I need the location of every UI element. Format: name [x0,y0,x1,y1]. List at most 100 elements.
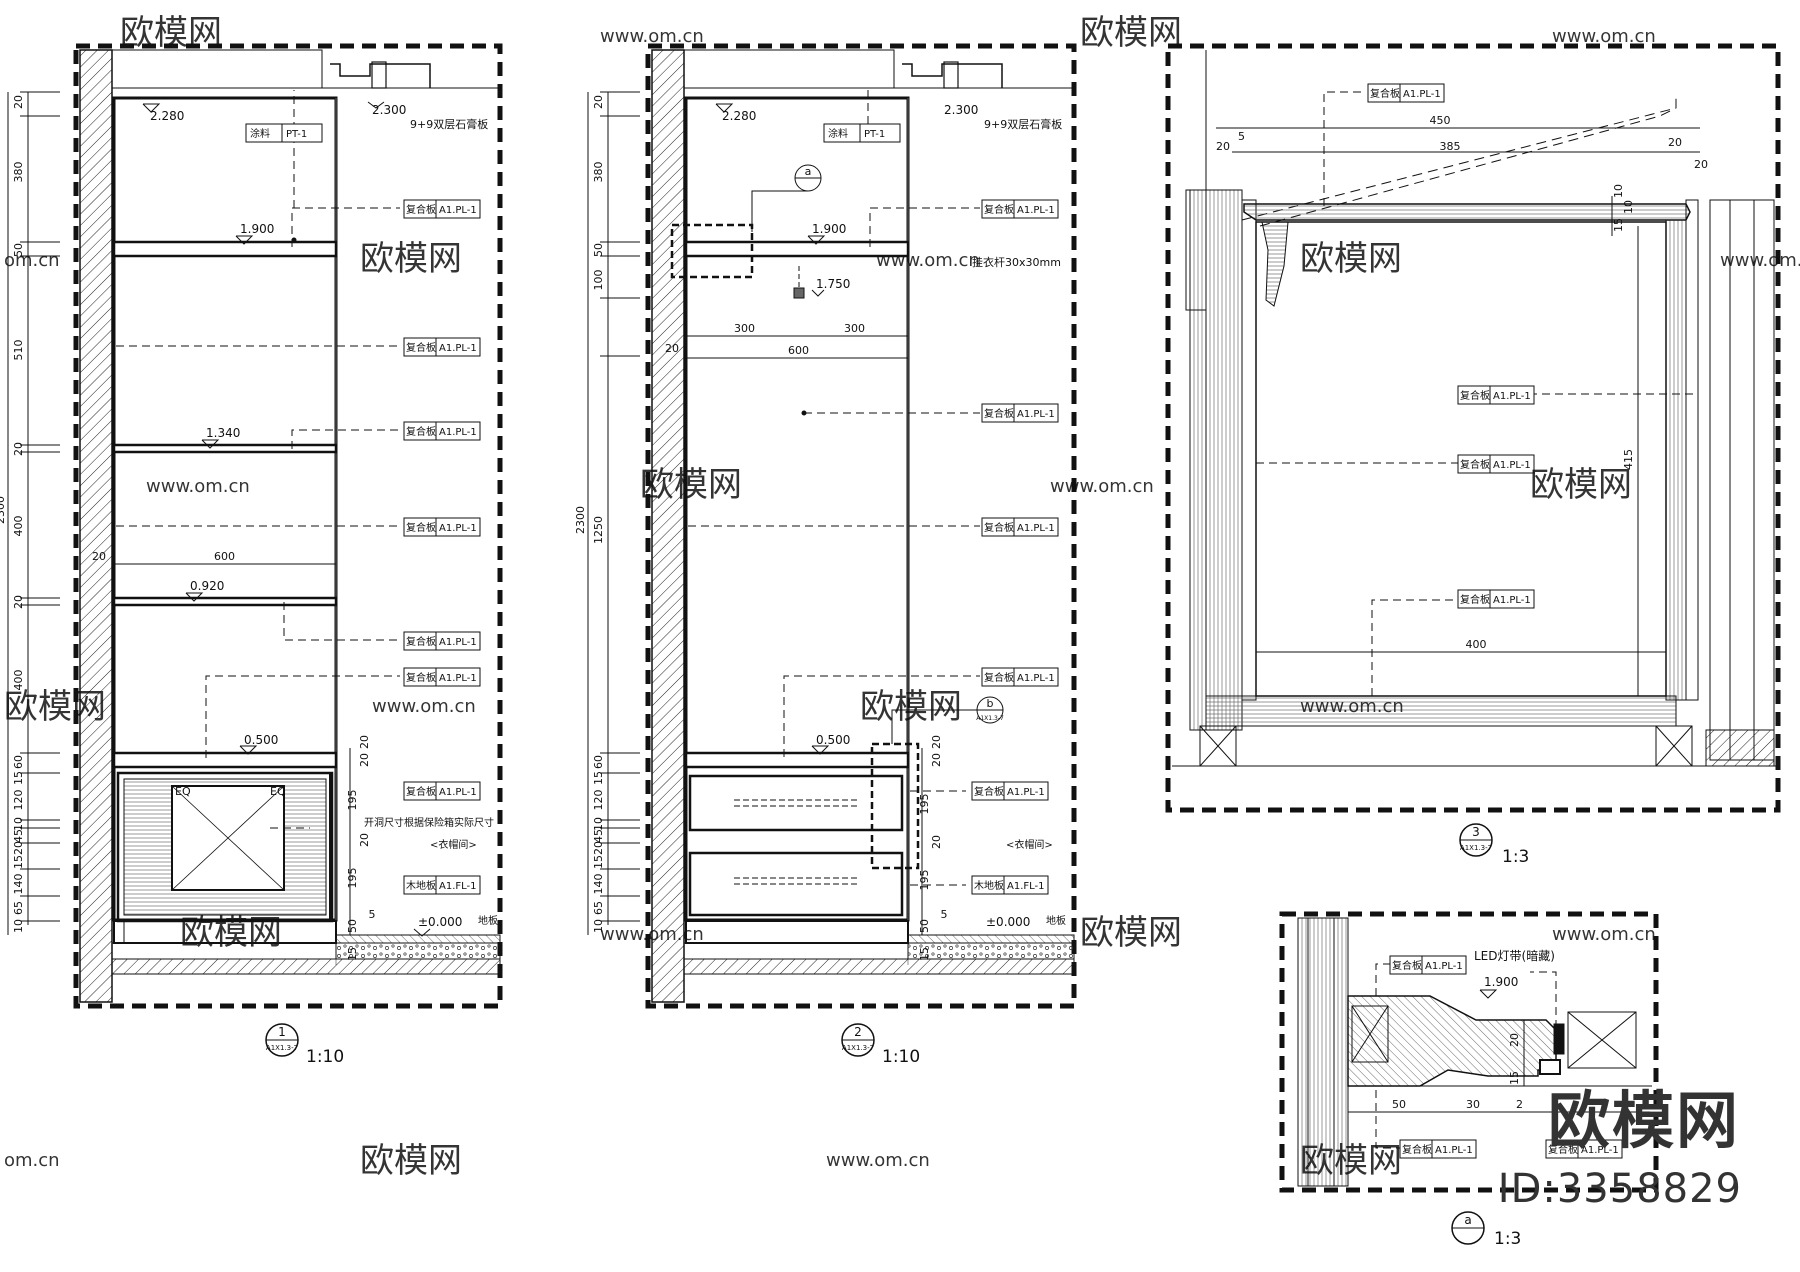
view-2-wall [651,49,685,1003]
view-2-cabinet [684,96,910,922]
level-mark: 0.920 [190,579,224,593]
note-text: 9+9双层石膏板 [984,117,1062,131]
watermark-url: www.om.cn [1050,476,1154,497]
view-2-frame [645,43,1077,1009]
svg-text:复合板: 复合板 [984,521,1014,534]
level-mark: 0.500 [816,733,850,747]
dim-text: 15 [592,855,605,869]
dim-text: 2 [1516,1098,1523,1111]
dim-text: 15 [592,771,605,785]
svg-text:A1.PL-1: A1.PL-1 [1017,205,1055,216]
view-number: 1 [278,1025,286,1039]
dim-text: 195 [346,790,359,811]
watermark-layer: 欧模网 欧模网 欧模网 欧模网 欧模网 欧模网 欧模网 欧模网 欧模网 欧模网 … [4,13,1800,1181]
svg-text:复合板: 复合板 [984,671,1014,684]
svg-text:PT-1: PT-1 [864,129,885,140]
view-scale: 1:10 [306,1047,344,1067]
dim-text: 195 [918,870,931,891]
dim-text: 20 [1216,140,1230,153]
note-text: 开洞尺寸根据保险箱实际尺寸 [364,816,494,829]
dim-text: 20 [930,835,943,849]
note-text: 地板 [478,914,498,927]
view-2-shelf [684,240,910,258]
note-text: <衣帽间> [1006,838,1053,851]
dim-text: 50 [346,919,359,933]
view-1-wall [79,49,113,1003]
svg-text:A1.PL-1: A1.PL-1 [1493,595,1531,606]
callout-label: a [805,165,812,178]
watermark-url: www.om.cn [1300,696,1404,717]
dim-text: 5 [369,908,376,921]
dim-text: 50 [12,243,25,257]
svg-text:A1.PL-1: A1.PL-1 [1017,673,1055,684]
view-number: 2 [854,1025,862,1039]
svg-text:涂料: 涂料 [828,127,848,140]
dim-text: 380 [592,162,605,183]
watermark-url: www.om.cn [372,696,476,717]
dim-text: 20 [92,550,106,563]
level-mark: 1.340 [206,426,240,440]
dim-text: 510 [12,340,25,361]
watermark-url: www.om.cn [826,1150,930,1171]
dim-text: 120 [592,790,605,811]
svg-text:A1.PL-1: A1.PL-1 [1493,460,1531,471]
material-tag: 涂料 PT-1 [823,123,901,143]
watermark-url: www.om.cn [146,476,250,497]
note-text: 挂衣杆30x30mm [972,255,1061,269]
watermark-url: www.om.cn [600,26,704,47]
dim-text: 415 [1622,449,1635,470]
svg-text:复合板: 复合板 [406,671,436,684]
dim-text: 20 [592,841,605,855]
dim-text: 10 [1622,200,1635,214]
dim-text: 600 [214,550,235,563]
dim-text: 20 [1694,158,1708,171]
dim-text: 10 [12,817,25,831]
svg-text:PT-1: PT-1 [286,129,307,140]
watermark-url: www.om.cn [1720,250,1800,271]
dim-text: 20 [592,95,605,109]
level-mark: ±0.000 [418,915,462,929]
dim-text: 450 [1430,114,1451,127]
dim-text: 400 [1466,638,1487,651]
view-1-ceiling [111,49,323,89]
dim-text: 20 [930,753,943,767]
svg-text:A1.PL-1: A1.PL-1 [1581,1145,1619,1156]
watermark-logo: 欧模网 [1080,913,1182,953]
svg-text:A1.PL-1: A1.PL-1 [439,205,477,216]
view-1-shelf [112,596,338,607]
dim-text: 50 [592,243,605,257]
dim-text: 45 [592,829,605,843]
callout-sheet: A1X1.3-7 [976,715,1004,722]
view-scale: 1:10 [882,1047,920,1067]
dim-text: 20 [12,442,25,456]
svg-text:复合板: 复合板 [406,425,436,438]
watermark-url: www.om.cn [600,924,704,945]
watermark-logo: 欧模网 [360,1141,462,1181]
dim-text: 20 [12,95,25,109]
detail-a-frame [1279,911,1659,1193]
dim-text: 120 [12,790,25,811]
view-1-shelf [112,751,338,769]
view-sheet: A1X1.3-7 [266,1044,298,1052]
dim-text: 400 [12,516,25,537]
dim-text: 20 [358,735,371,749]
level-mark: ±0.000 [986,915,1030,929]
dim-text: 195 [346,868,359,889]
svg-text:复合板: 复合板 [1392,959,1422,972]
watermark-logo: 欧模网 [1300,1141,1402,1181]
level-mark: 1.900 [1484,975,1518,989]
note-text: <衣帽间> [430,838,477,851]
dim-text: 15 [1612,218,1625,232]
level-mark: 2.280 [722,109,756,123]
dim-text: 60 [592,755,605,769]
dim-text: 10 [12,919,25,933]
callout-label: b [987,697,994,710]
